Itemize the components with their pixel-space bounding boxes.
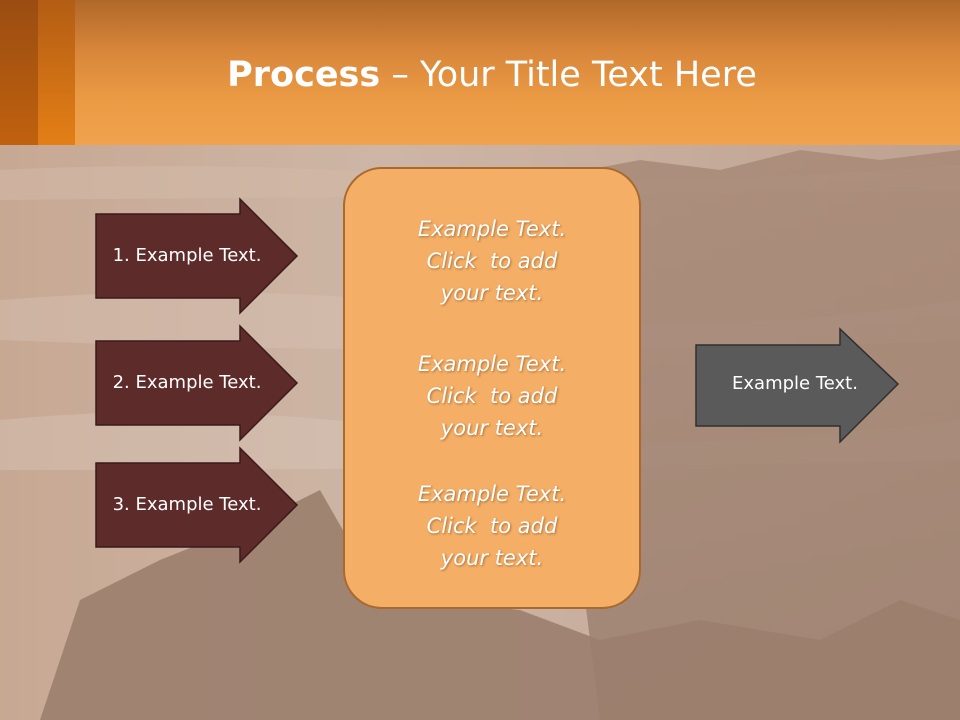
right-arrow[interactable]: [695, 327, 900, 444]
center-text-line: Example Text.: [417, 352, 567, 376]
center-text-block-3: Example Text. Click to add your text.: [345, 478, 639, 574]
slide-title-bold: Process: [227, 55, 381, 95]
center-text-line: Example Text.: [417, 217, 567, 241]
right-arrow-label: Example Text.: [732, 373, 858, 394]
left-arrow-3[interactable]: [95, 446, 299, 564]
center-text-block-2: Example Text. Click to add your text.: [345, 348, 639, 444]
left-arrow-2[interactable]: [95, 324, 299, 442]
center-text-line: Click to add: [426, 384, 558, 408]
center-text-line: Click to add: [426, 514, 558, 538]
header-accent-stripe: [38, 0, 75, 145]
title-bar: Process – Your Title Text Here: [0, 0, 960, 145]
center-box[interactable]: [343, 167, 641, 609]
left-arrow-1[interactable]: [95, 197, 299, 315]
center-text-block-1: Example Text. Click to add your text.: [345, 213, 639, 309]
left-arrow-2-label: 2. Example Text.: [112, 372, 262, 393]
center-text-line: Click to add: [426, 249, 558, 273]
center-text-line: your text.: [440, 546, 544, 570]
slide-title[interactable]: Process – Your Title Text Here: [0, 52, 960, 98]
slide-title-rest: – Your Title Text Here: [380, 55, 757, 95]
left-arrow-3-label: 3. Example Text.: [112, 494, 262, 515]
header-accent-stripe: [0, 0, 38, 145]
center-text-line: your text.: [440, 416, 544, 440]
center-text-line: Example Text.: [417, 482, 567, 506]
left-arrow-1-label: 1. Example Text.: [112, 245, 262, 266]
center-text-line: your text.: [440, 281, 544, 305]
